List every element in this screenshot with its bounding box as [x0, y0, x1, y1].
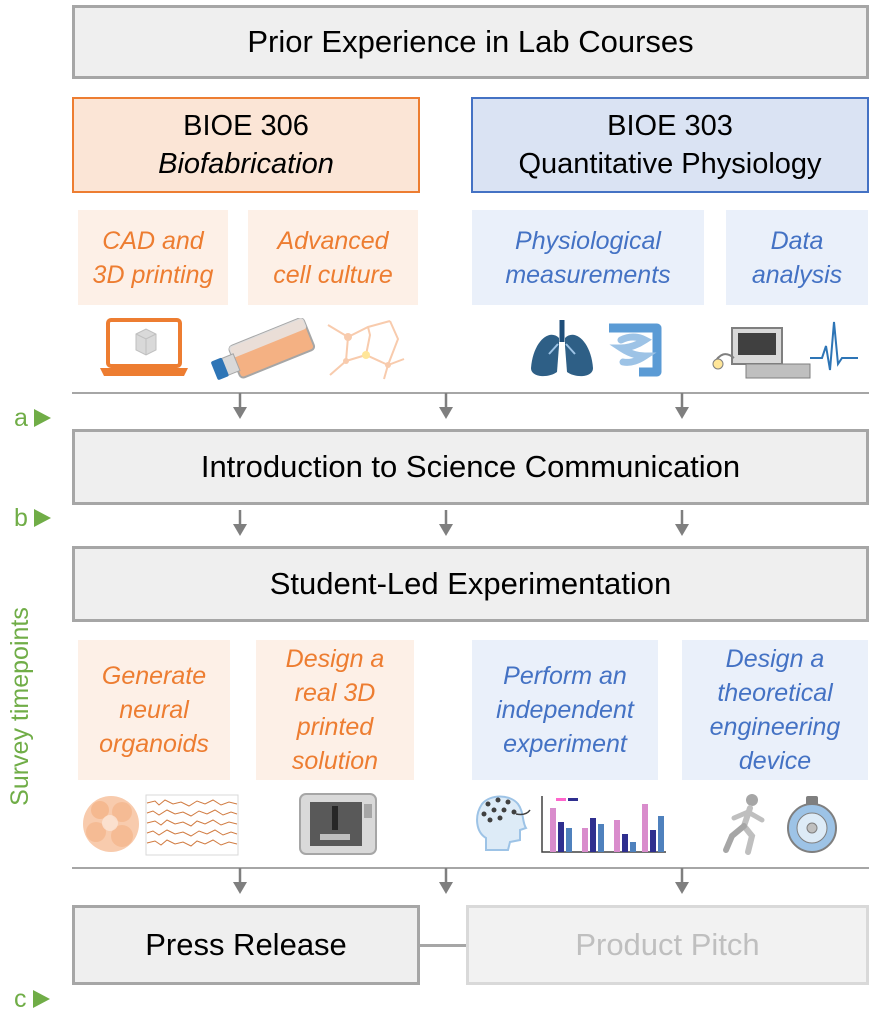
- project-design-3d: Design a real 3D printed solution: [256, 640, 414, 780]
- arrow-down-icon: [233, 868, 247, 894]
- eeg-traces-icon: [145, 794, 239, 856]
- arrow-down-icon: [233, 510, 247, 536]
- experimentation-stage-title: Student-Led Experimentation: [269, 566, 672, 601]
- press-release-box: Press Release: [72, 905, 420, 985]
- play-icon: [33, 509, 51, 527]
- topic-cad: CAD and 3D printing: [78, 210, 228, 305]
- intro-stage-box: Introduction to Science Communication: [72, 429, 869, 505]
- course-bioe306-code: BIOE 306: [183, 110, 309, 142]
- course-bioe303-code: BIOE 303: [607, 110, 733, 142]
- arrow-down-icon: [675, 393, 689, 419]
- header-title: Prior Experience in Lab Courses: [247, 24, 694, 59]
- project-organoids: Generate neural organoids: [78, 640, 230, 780]
- arrow-down-icon: [439, 510, 453, 536]
- timepoint-b: b: [14, 504, 51, 532]
- divider-line: [72, 867, 869, 869]
- survey-timepoints-label: Survey timepoints: [5, 606, 34, 806]
- organoid-icon: [83, 796, 139, 852]
- timepoint-c: c: [14, 985, 50, 1013]
- runner-icon: [723, 794, 765, 855]
- arrow-down-icon: [675, 510, 689, 536]
- arrow-down-icon: [439, 393, 453, 419]
- project-experiment: Perform an independent experiment: [472, 640, 658, 780]
- lungs-icon: [531, 320, 593, 377]
- play-icon: [33, 409, 51, 427]
- course-bioe303: BIOE 303 Quantitative Physiology: [471, 97, 869, 193]
- output-connector: [420, 944, 472, 947]
- arrow-down-icon: [675, 868, 689, 894]
- intro-stage-title: Introduction to Science Communication: [200, 449, 741, 484]
- course-bioe306: BIOE 306 Biofabrication: [72, 97, 420, 193]
- neuron-cells-icon: [327, 320, 405, 380]
- bar-chart-icon: [541, 796, 666, 853]
- arrow-down-icon: [439, 868, 453, 894]
- product-pitch-box: Product Pitch: [466, 905, 869, 985]
- topic-cell-culture: Advanced cell culture: [248, 210, 418, 305]
- play-icon: [32, 990, 50, 1008]
- culture-flask-icon: [211, 318, 316, 380]
- ecg-machine-icon: [712, 321, 858, 379]
- timepoint-a-label: a: [14, 403, 28, 432]
- divider-line: [72, 392, 869, 394]
- course-bioe306-name: Biofabrication: [158, 148, 334, 180]
- timepoint-a: a: [14, 404, 51, 432]
- arrow-down-icon: [233, 393, 247, 419]
- eeg-head-icon: [476, 795, 531, 851]
- course-bioe303-name: Quantitative Physiology: [518, 148, 822, 180]
- 3d-printer-icon: [299, 793, 377, 855]
- timepoint-b-label: b: [14, 503, 28, 532]
- topic-physiological: Physiological measurements: [472, 210, 704, 305]
- press-release-label: Press Release: [145, 927, 347, 962]
- header-box: Prior Experience in Lab Courses: [72, 5, 869, 79]
- topic-data-analysis: Data analysis: [726, 210, 868, 305]
- product-pitch-label: Product Pitch: [575, 927, 760, 962]
- laptop-icon: [100, 318, 188, 376]
- experimentation-stage-box: Student-Led Experimentation: [72, 546, 869, 622]
- timepoint-c-label: c: [14, 984, 27, 1013]
- intestines-icon: [609, 323, 662, 377]
- insulin-pump-icon: [787, 796, 837, 853]
- project-device: Design a theoretical engineering device: [682, 640, 868, 780]
